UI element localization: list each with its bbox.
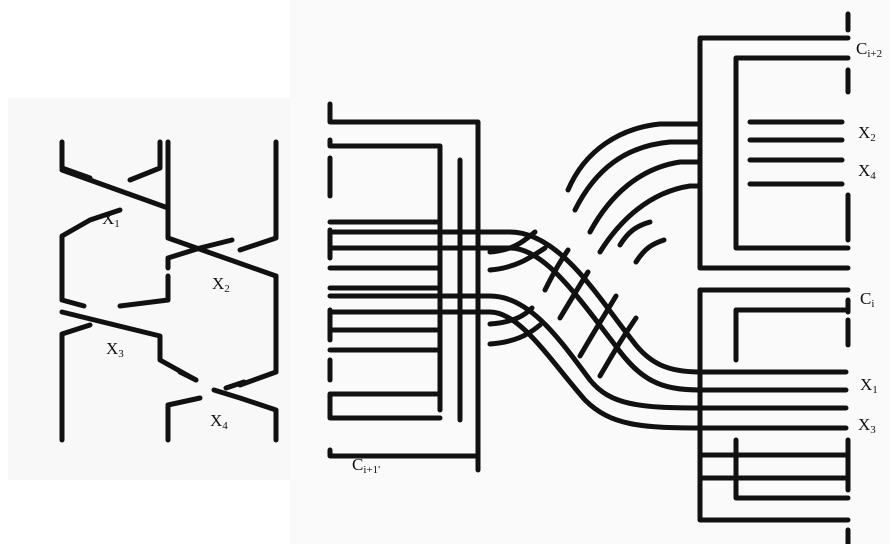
- left-strand-x1-over: [59, 167, 279, 279]
- label-x4-left: X4: [210, 411, 228, 432]
- lower-right-stack: [697, 287, 851, 544]
- left-strand-x3-under: [59, 322, 93, 443]
- upper-right-stack: [697, 11, 851, 271]
- strand-up-break-4: [597, 315, 639, 379]
- stack-left-stub-5: [327, 392, 443, 421]
- label-x1-left: X1: [102, 209, 120, 230]
- left-strand-x3-right: [237, 273, 279, 388]
- label-c-i: Ci: [860, 289, 875, 310]
- strand-up-2: [572, 139, 703, 213]
- label-x1-right: X1: [860, 375, 878, 396]
- label-c-i-plus-1: Ci+1': [352, 455, 381, 476]
- left-strand-x4-d: [223, 379, 247, 391]
- label-x3-right: X3: [858, 415, 876, 436]
- strand-x3-upper: [327, 293, 849, 411]
- left-strand-x2-low: [117, 273, 171, 309]
- strand-up-low-2: [633, 237, 667, 265]
- left-stack: [327, 101, 481, 473]
- label-x3-left: X3: [106, 339, 124, 360]
- left-strand-x4-c: [165, 395, 203, 443]
- lower-stack-inner-2: [733, 437, 851, 501]
- strand-up-low-1: [617, 219, 653, 248]
- strand-up-break-2: [557, 269, 591, 321]
- strand-up-4: [597, 183, 703, 255]
- label-x4-right: X4: [858, 161, 876, 182]
- upper-stack-outer: [697, 35, 851, 271]
- stack-left-bottom: [327, 447, 481, 459]
- lower-stack-outer: [697, 287, 851, 523]
- strand-up-1: [565, 121, 703, 193]
- strand-up-break-3: [577, 293, 619, 359]
- strand-up-break-1: [542, 247, 571, 293]
- strand-x2-b: [487, 245, 548, 273]
- label-x2-left: X2: [212, 274, 230, 295]
- left-strand-outer: [59, 247, 87, 309]
- left-strand-x4-b: [211, 387, 279, 443]
- left-strand-x2-under: [165, 237, 235, 271]
- strand-x2-a: [487, 229, 538, 255]
- left-strand-x4-a: [177, 369, 199, 383]
- label-x2-right: X2: [858, 123, 876, 144]
- stack-left-inner-1: [327, 137, 443, 413]
- upper-stack-inner: [733, 55, 851, 251]
- strand-x2-d: [487, 322, 543, 347]
- strand-up-3: [587, 159, 703, 235]
- left-strand-top-d: [237, 139, 279, 253]
- left-braid: [59, 139, 279, 443]
- crossing-strands-up: [487, 121, 703, 379]
- strand-x2-c: [487, 305, 535, 327]
- left-diagram-panel: [8, 98, 290, 480]
- label-c-i-plus-2: Ci+2: [856, 39, 883, 60]
- lower-stack-inner: [733, 307, 851, 363]
- left-strand-x3-over: [59, 309, 199, 383]
- left-strand-top-b: [127, 139, 163, 183]
- left-strand-x1-under: [59, 207, 123, 253]
